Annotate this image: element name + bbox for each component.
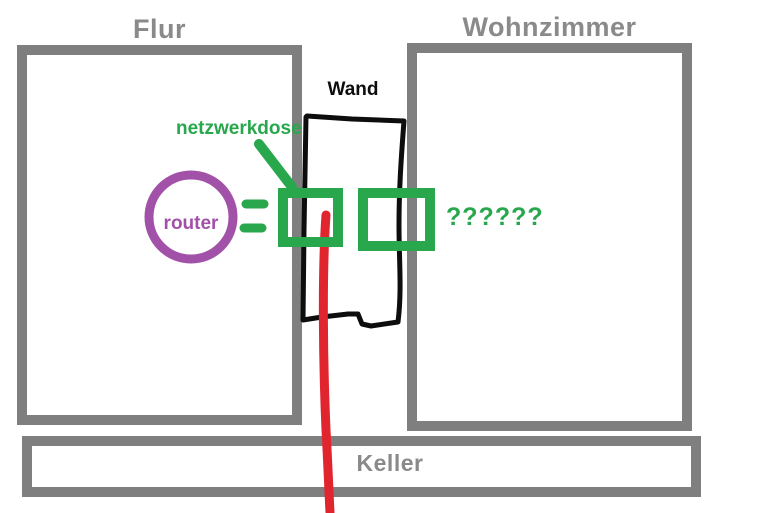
wohnzimmer-room-outline: [407, 43, 692, 431]
unknown-socket-label: ??????: [446, 203, 544, 231]
wall-outline: [300, 113, 407, 329]
network-socket-wohnzimmer: [358, 188, 435, 251]
network-socket-flur: [278, 188, 343, 247]
router-label: router: [163, 213, 219, 234]
flur-room-outline: [17, 45, 302, 425]
flur-room-label: Flur: [133, 14, 186, 44]
keller-room-label: Keller: [356, 450, 424, 476]
wall-label: Wand: [327, 79, 379, 100]
router-circle: [144, 170, 238, 264]
wohnzimmer-room-label: Wohnzimmer: [462, 12, 637, 42]
keller-room-outline: [22, 436, 701, 497]
socket-pointer-line: [254, 139, 297, 192]
network-socket-label: netzwerkdose: [176, 118, 302, 139]
cable-red-line: [318, 210, 335, 513]
